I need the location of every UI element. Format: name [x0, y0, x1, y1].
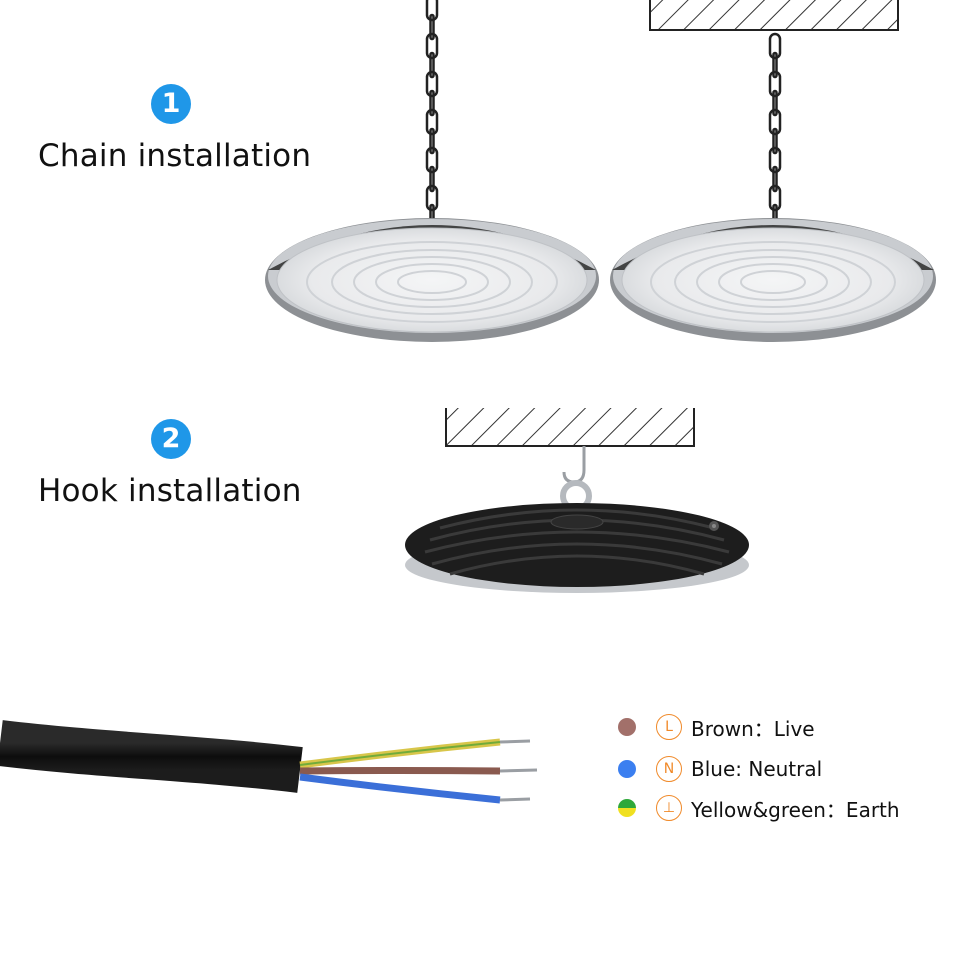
hook: [562, 446, 586, 484]
step-2-badge: 2: [151, 419, 191, 459]
chain-link: [772, 51, 778, 79]
legend-label: Yellow&green：Earth: [691, 797, 900, 822]
earth-code-icon: ⊥: [656, 795, 682, 821]
yellow-green-dot-icon: [618, 799, 636, 817]
brown-dot-icon: [618, 718, 636, 736]
chain-link: [772, 89, 778, 117]
legend-yellow-green-earth: ⊥ Yellow&green：Earth: [618, 793, 900, 823]
chain-link: [425, 146, 439, 174]
chain-link: [768, 32, 782, 60]
legend-blue-neutral: N Blue: Neutral: [618, 754, 822, 784]
chain-link: [768, 184, 782, 212]
chain-link: [425, 70, 439, 98]
ufo-lamp-left: [265, 218, 599, 342]
hook-installation-heading: Hook installation: [38, 473, 302, 509]
legend-label: Blue: Neutral: [691, 757, 823, 781]
chain-link: [772, 165, 778, 193]
chain-link: [772, 127, 778, 155]
neutral-code-icon: N: [656, 756, 682, 782]
chain-link: [768, 146, 782, 174]
legend-label: Brown：Live: [691, 716, 815, 741]
chain-link: [768, 70, 782, 98]
power-cable: [0, 720, 538, 804]
chain-link: [425, 184, 439, 212]
step-1-badge: 1: [151, 84, 191, 124]
live-code-icon: L: [656, 714, 682, 740]
ufo-lamp-back: [405, 503, 749, 593]
chain-link: [429, 89, 435, 117]
chain-left: [425, 0, 439, 231]
chain-link: [425, 0, 439, 22]
ceiling-block-top: [649, 0, 899, 31]
chain-link: [425, 108, 439, 136]
chain-link: [429, 127, 435, 155]
chain-link: [429, 165, 435, 193]
chain-installation-heading: Chain installation: [38, 138, 312, 174]
chain-link: [425, 32, 439, 60]
chain-link: [429, 13, 435, 41]
legend-brown-live: L Brown：Live: [618, 712, 815, 742]
blue-dot-icon: [618, 760, 636, 778]
ceiling-block-hook: [445, 408, 695, 447]
chain-link: [768, 108, 782, 136]
ufo-lamp-right: [610, 218, 936, 342]
chain-link: [429, 51, 435, 79]
chain-right: [768, 32, 782, 231]
